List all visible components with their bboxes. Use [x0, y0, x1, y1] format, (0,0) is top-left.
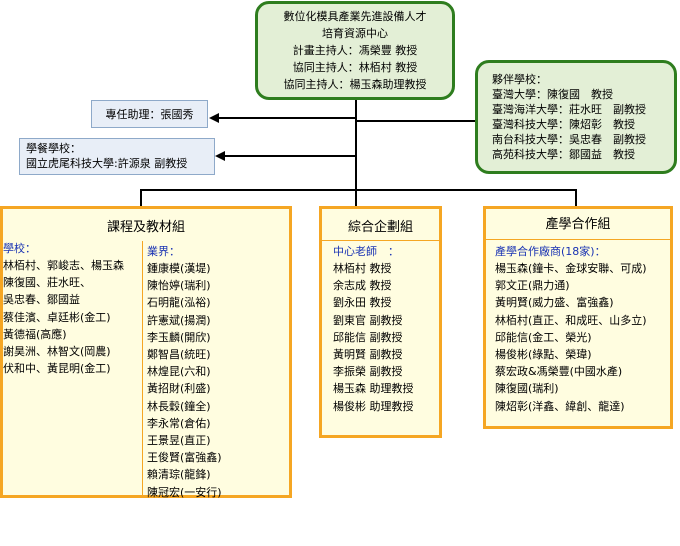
school-title: 學餐學校： — [26, 142, 81, 155]
industry-vendors-column: 產學合作廠商(18家)： 楊玉森(鐘卡、金球安聯、可成) 郭文正(鼎力通) 黃明… — [495, 244, 671, 415]
planning-teachers-column: 中心老師 ： 林栢村 教授 余志成 教授 劉永田 教授 劉東官 副教授 邱能信 … — [333, 244, 439, 415]
partner-item: 高苑科技大學：鄒國益 教授 — [492, 148, 635, 161]
planning-teachers-title: 中心老師 ： — [333, 245, 399, 258]
industry-vendors-title: 產學合作廠商(18家)： — [495, 245, 606, 258]
center-title-line1: 數位化模具產業先進設備人才 — [283, 10, 427, 23]
curriculum-school-member: 謝昊洲、林智文(岡農) — [3, 345, 111, 359]
planning-teacher: 黃明賢 副教授 — [333, 348, 403, 362]
school-box: 學餐學校： 國立虎尾科技大學:許源泉 副教授 — [19, 138, 215, 175]
curriculum-industry-member: 鍾康模(漢堤) — [147, 262, 211, 275]
curriculum-industry-member: 林煌昆(六和) — [147, 365, 211, 379]
curriculum-industry-member: 陳怡婷(瑞利) — [147, 279, 211, 293]
curriculum-industry-member: 李玉麟(開欣) — [147, 330, 211, 344]
curriculum-industry-member: 鄭智昌(統旺) — [147, 348, 211, 362]
industry-vendor: 楊玉森(鐘卡、金球安聯、可成) — [495, 262, 647, 275]
industry-vendor: 陳復國(瑞利) — [495, 382, 559, 396]
curriculum-industry-column: 業界： 鍾康模(漢堤) 陳怡婷(瑞利) 石明龍(泓裕) 許憲斌(揚潤) 李玉麟(… — [147, 244, 289, 501]
curriculum-industry-member: 李永常(倉佑) — [147, 416, 211, 430]
school-line: 國立虎尾科技大學:許源泉 副教授 — [26, 157, 188, 170]
planning-group — [319, 206, 442, 438]
curriculum-industry-member: 賴清琮(龍鋒) — [147, 468, 211, 482]
curriculum-school-title: 學校： — [3, 242, 36, 255]
planning-teacher: 劉東官 副教授 — [333, 313, 403, 327]
partner-item: 南台科技大學：吳忠春 副教授 — [492, 133, 646, 146]
planning-teacher: 余志成 教授 — [333, 279, 392, 293]
center-pi: 計畫主持人：馮榮豐 教授 — [292, 44, 418, 57]
curriculum-industry-title: 業界： — [147, 245, 180, 258]
connector-school — [222, 155, 356, 157]
curriculum-school-member: 林栢村、郭峻志、楊玉森 — [3, 259, 124, 272]
planning-title-divider — [322, 240, 439, 241]
planning-teacher: 劉永田 教授 — [333, 296, 392, 310]
center-copi-2: 協同主持人：楊玉森助理教授 — [283, 78, 427, 91]
industry-vendor: 陳炤彰(洋鑫、緯創、龍達) — [495, 399, 625, 413]
curriculum-industry-member: 王俊賢(富強鑫) — [147, 451, 222, 465]
partner-item: 臺灣大學：陳復國 教授 — [492, 88, 613, 101]
center-copi-1: 協同主持人：林栢村 教授 — [292, 61, 418, 74]
partner-item: 臺灣海洋大學：莊水旺 副教授 — [492, 103, 646, 116]
curriculum-school-member: 吳忠春、鄒國益 — [3, 293, 80, 307]
curriculum-industry-member: 林長穀(鐘全) — [147, 399, 211, 413]
planning-teacher: 楊玉森 助理教授 — [333, 382, 414, 396]
curriculum-industry-member: 石明龍(泓裕) — [147, 296, 211, 310]
assistant-box: 專任助理：張國秀 — [91, 100, 208, 128]
planning-teacher: 楊俊彬 助理教授 — [333, 399, 414, 413]
connector-drop-right — [575, 189, 577, 207]
industry-vendor: 郭文正(鼎力通) — [495, 279, 570, 293]
curriculum-industry-member: 王景昱(直正) — [147, 434, 211, 448]
connector-drop-middle — [355, 189, 357, 206]
arrow-school — [215, 151, 225, 161]
connector-drop-left — [140, 189, 142, 207]
curriculum-school-member: 陳復國、莊水旺、 — [3, 276, 91, 290]
curriculum-title: 課程及教材組 — [106, 220, 185, 235]
industry-title: 產學合作組 — [545, 217, 611, 232]
curriculum-school-member: 黃德福(高應) — [3, 327, 67, 341]
partner-item: 臺灣科技大學：陳炤彰 教授 — [492, 118, 635, 131]
partner-schools-box: 夥伴學校： 臺灣大學：陳復國 教授 臺灣海洋大學：莊水旺 副教授 臺灣科技大學：… — [475, 60, 677, 174]
center-title-line2: 培育資源中心 — [322, 27, 388, 40]
industry-vendor: 林栢村(直正、和成旺、山多立) — [495, 313, 647, 327]
curriculum-industry-member: 陳冠宏(一安行) — [147, 485, 222, 499]
industry-title-divider — [486, 239, 670, 240]
curriculum-school-column: 學校： 林栢村、郭峻志、楊玉森 陳復國、莊水旺、 吳忠春、鄒國益 蔡佳濱、卓廷彬… — [3, 241, 142, 377]
partner-title: 夥伴學校： — [492, 73, 547, 86]
curriculum-industry-member: 許憲斌(揚潤) — [147, 313, 211, 327]
curriculum-group — [0, 206, 292, 498]
planning-teacher: 李振榮 副教授 — [333, 365, 403, 379]
planning-title: 綜合企劃組 — [347, 220, 413, 235]
planning-teacher: 邱能信 副教授 — [333, 330, 403, 344]
industry-vendor: 蔡宏政&馮榮豐(中國水產) — [495, 365, 623, 379]
planning-teacher: 林栢村 教授 — [333, 262, 392, 275]
curriculum-industry-member: 黃招財(利盛) — [147, 382, 211, 396]
curriculum-divider — [142, 241, 143, 495]
industry-group — [483, 206, 673, 429]
connector-vertical-main — [355, 100, 357, 190]
industry-vendor: 邱能信(金工、榮光) — [495, 330, 592, 344]
arrow-assistant — [209, 113, 219, 123]
industry-vendor: 黃明賢(威力盛、富強鑫) — [495, 296, 614, 310]
industry-vendor: 楊俊彬(綠點、榮瑋) — [495, 348, 592, 362]
connector-assistant — [216, 117, 356, 119]
curriculum-school-member: 伏和中、黃昆明(金工) — [3, 362, 111, 376]
connector-partner — [356, 120, 476, 122]
center-node: 數位化模具產業先進設備人才 培育資源中心 計畫主持人：馮榮豐 教授 協同主持人：… — [255, 1, 455, 100]
assistant-label: 專任助理：張國秀 — [105, 108, 194, 121]
curriculum-school-member: 蔡佳濱、卓廷彬(金工) — [3, 310, 111, 324]
connector-horizontal-branch — [140, 189, 576, 191]
